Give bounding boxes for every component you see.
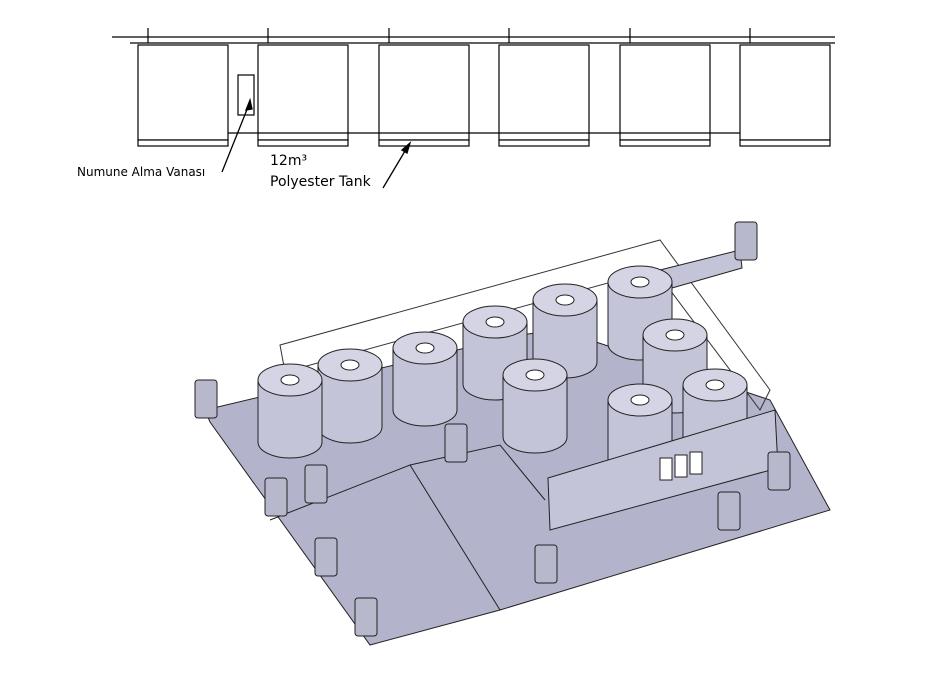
support-post — [534, 544, 558, 584]
tank-elevation — [137, 44, 229, 141]
tank-base — [378, 139, 470, 147]
panel-window — [659, 457, 673, 481]
tank-cylinder — [257, 363, 323, 459]
sampling-valve-label: Numune Alma Vanası — [77, 165, 206, 179]
support-post — [767, 451, 791, 491]
tank-base — [257, 139, 349, 147]
panel-window — [674, 454, 688, 478]
floor-divider — [409, 444, 546, 501]
support-post — [264, 477, 288, 517]
tank-base — [137, 139, 229, 147]
support-post — [717, 491, 741, 531]
arrow-head-icon — [400, 141, 412, 154]
isometric-view — [194, 221, 831, 646]
tank-cylinder — [317, 348, 383, 444]
support-post — [314, 537, 338, 577]
tank-cylinder — [532, 283, 598, 379]
arrow-head-icon — [244, 97, 253, 111]
tank-cylinder — [502, 358, 568, 454]
leaders — [221, 97, 412, 189]
tank-cylinder — [392, 331, 458, 427]
support-post — [734, 221, 758, 261]
tank-leader — [382, 145, 409, 189]
support-post — [354, 597, 378, 637]
tank-elevation — [619, 44, 711, 141]
tank-base — [739, 139, 831, 147]
support-post — [194, 379, 218, 419]
tank-base — [619, 139, 711, 147]
sampling-valve-leader — [221, 101, 251, 173]
tank-type-label: Polyester Tank — [270, 174, 371, 190]
tank-elevation — [739, 44, 831, 141]
support-post — [444, 423, 468, 463]
panel-window — [689, 451, 703, 475]
tank-elevation — [498, 44, 590, 141]
tank-elevation — [378, 44, 470, 141]
tank-elevation — [257, 44, 349, 141]
tank-volume-label: 12m³ — [270, 153, 308, 169]
elevation-view — [112, 28, 835, 147]
tank-base — [498, 139, 590, 147]
support-post — [304, 464, 328, 504]
